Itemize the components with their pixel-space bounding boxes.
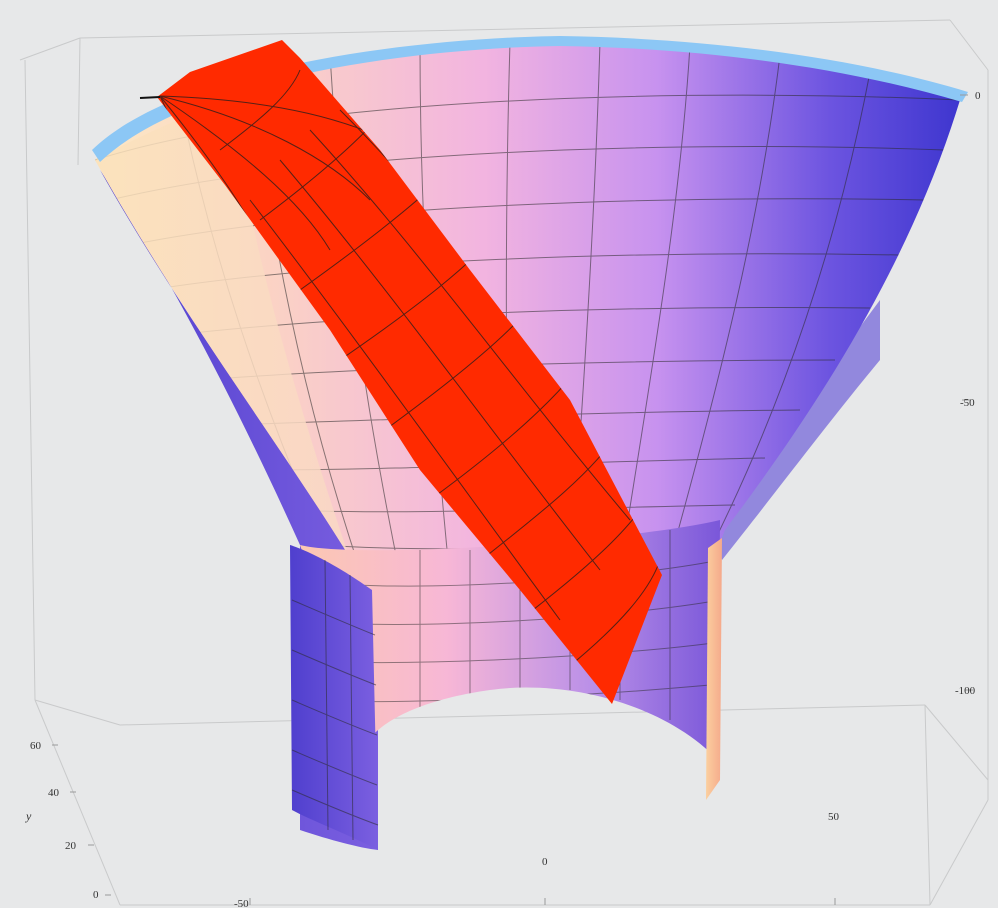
tick-marks — [52, 94, 973, 905]
y-tick-0: 60 — [30, 740, 42, 752]
y-tick-2: 20 — [65, 840, 77, 852]
z-tick-2: -100 — [955, 685, 976, 697]
y-axis-ticks: 60 40 20 0 y — [25, 740, 99, 901]
y-tick-3: 0 — [93, 889, 99, 901]
y-tick-1: 40 — [48, 787, 60, 799]
cylinder-right-strip — [706, 538, 722, 800]
x-tick-0: -50 — [234, 898, 249, 908]
bounding-box — [19, 19, 989, 906]
funnel-rim — [92, 36, 968, 162]
x-tick-1: 0 — [542, 856, 548, 868]
z-tick-0: 0 — [975, 90, 981, 102]
x-axis-ticks: -50 0 50 — [234, 811, 840, 908]
x-tick-2: 50 — [828, 811, 840, 823]
y-axis-label: y — [25, 809, 32, 823]
z-axis-ticks: 0 -50 -100 — [955, 90, 981, 697]
cylinder-left-strip — [290, 545, 378, 850]
red-sheet-edge — [139, 96, 161, 99]
z-tick-1: -50 — [960, 397, 975, 409]
